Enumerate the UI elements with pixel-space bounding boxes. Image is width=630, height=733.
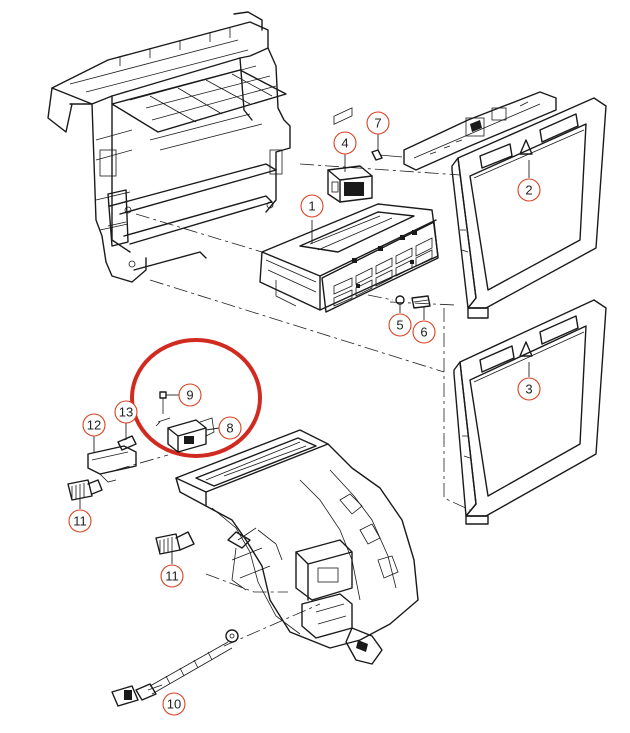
callout-4-label: 4 [341,136,348,151]
callout-9-label: 9 [186,388,193,403]
callout-13-label: 13 [119,405,133,420]
callout-6-label: 6 [420,325,427,340]
callout-8: 8 [218,416,242,440]
callout-7-label: 7 [374,116,381,131]
screw-13 [117,435,137,451]
mounting-frame [47,11,291,283]
callout-6: 6 [412,320,436,344]
callout-11-lower: 11 [160,564,184,588]
callout-10-label: 10 [167,697,181,712]
callout-13: 13 [114,400,138,424]
callout-5: 5 [388,313,412,337]
control-unit [259,107,439,313]
callout-2: 2 [517,178,541,202]
highlight-ring [130,338,262,458]
trim-panel-3 [453,299,607,525]
sensor-10 [111,629,239,707]
callout-12: 12 [82,413,106,437]
callout-10: 10 [162,692,186,716]
callout-11-upper: 11 [68,509,92,533]
callout-11-upper-label: 11 [73,514,87,529]
screw-7 [371,149,403,161]
screw-6 [411,295,431,309]
callout-7: 7 [366,111,390,135]
callout-11-lower-label: 11 [165,569,179,584]
callout-2-label: 2 [525,183,532,198]
callout-1-label: 1 [308,199,315,214]
screw-9 [159,391,167,414]
sender-11-upper [67,479,103,501]
callout-8-label: 8 [226,421,233,436]
alignment-lines [115,163,471,647]
callout-12-label: 12 [87,418,101,433]
heater-box [175,429,419,665]
trim-panel-2 [451,97,607,319]
callout-5-label: 5 [396,318,403,333]
bracket-12 [87,445,137,483]
sender-11-lower [155,531,195,555]
callout-4: 4 [333,131,357,155]
trim-strip-top [403,91,557,171]
leader-lines [79,134,530,691]
callout-9: 9 [178,383,202,407]
callout-1: 1 [300,194,324,218]
part-8 [155,417,215,453]
switch-part [327,165,373,203]
callout-3-label: 3 [525,382,532,397]
callout-3: 3 [517,377,541,401]
